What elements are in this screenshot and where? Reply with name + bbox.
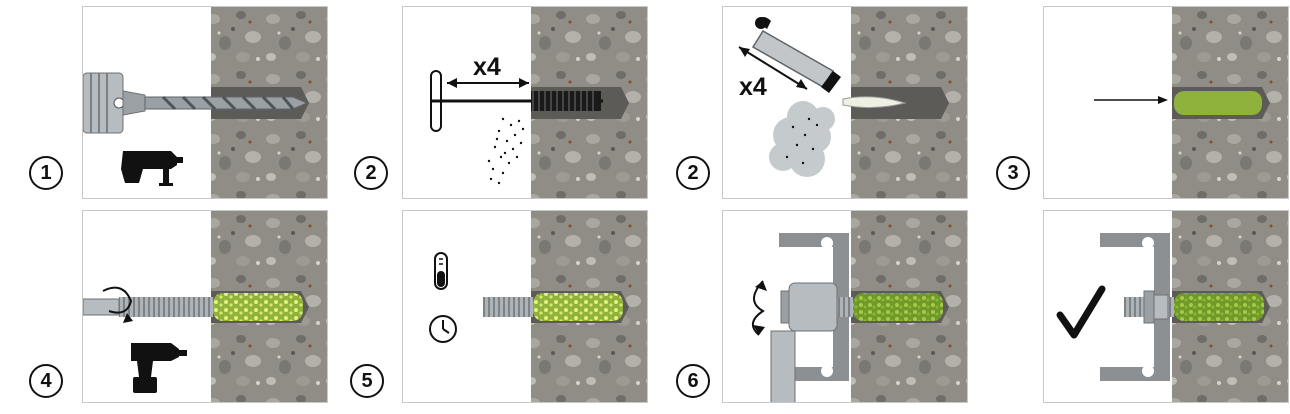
step-panel-inject [1043, 6, 1289, 199]
step-panel-insert [82, 210, 328, 403]
brush-illustration [430, 7, 647, 198]
step-panel-drill [82, 6, 328, 199]
step-number: 2 [687, 161, 699, 184]
step-number-badge: 2 [676, 156, 710, 190]
double-arrow-icon [738, 46, 808, 90]
nut [1153, 294, 1169, 320]
done-illustration [1056, 211, 1288, 402]
threaded-rod [483, 297, 533, 317]
arrow-right-icon [1094, 96, 1168, 104]
mortar-fill [1174, 91, 1262, 115]
cordless-drill-icon [131, 343, 187, 393]
step-panel-blow: x4 [722, 6, 968, 199]
step-panel-cure [402, 210, 648, 403]
step-number: 4 [40, 369, 52, 392]
dust-particles [487, 117, 525, 185]
step-panel-fix [722, 210, 968, 403]
step-number: 6 [687, 369, 699, 392]
insert-illustration [83, 211, 327, 402]
step-number-badge: 3 [996, 156, 1030, 190]
step-number-badge: 2 [354, 156, 388, 190]
hammer-drill-icon [121, 151, 183, 186]
step-number-badge: 1 [29, 156, 63, 190]
step-number: 1 [40, 161, 52, 184]
step-panel-done [1043, 210, 1289, 403]
step-number-badge: 5 [350, 364, 384, 398]
mortar-fill [533, 293, 623, 321]
clock-icon [429, 315, 457, 343]
socket-wrench [788, 282, 838, 332]
blow-pump-icon [751, 17, 841, 93]
brush-bristles [531, 91, 601, 111]
thermometer-icon [434, 252, 448, 290]
threaded-rod [119, 297, 213, 317]
step-number: 5 [361, 369, 373, 392]
rotation-arrow-icon [123, 313, 133, 323]
mortar-fill [1174, 293, 1264, 321]
wrench-handle [770, 330, 796, 402]
step-number: 2 [365, 161, 377, 184]
mortar-fill [853, 293, 943, 321]
step-number: 3 [1007, 161, 1019, 184]
washer [1143, 290, 1155, 324]
rotation-arrow-icon [752, 280, 765, 336]
step-number-badge: 6 [676, 364, 710, 398]
repeat-count-label: x4 [739, 73, 767, 101]
fix-illustration [752, 211, 967, 402]
cure-illustration [429, 211, 647, 402]
blow-illustration [738, 7, 967, 198]
dust-cloud [769, 101, 835, 177]
inject-illustration [1094, 7, 1288, 198]
step-number-badge: 4 [29, 364, 63, 398]
step-panel-brush: x4 [402, 6, 648, 199]
checkmark-icon [1056, 285, 1106, 339]
mortar-fill [213, 293, 303, 321]
repeat-count-label: x4 [473, 53, 501, 81]
drill-illustration [83, 7, 327, 198]
double-arrow-icon [447, 78, 529, 88]
